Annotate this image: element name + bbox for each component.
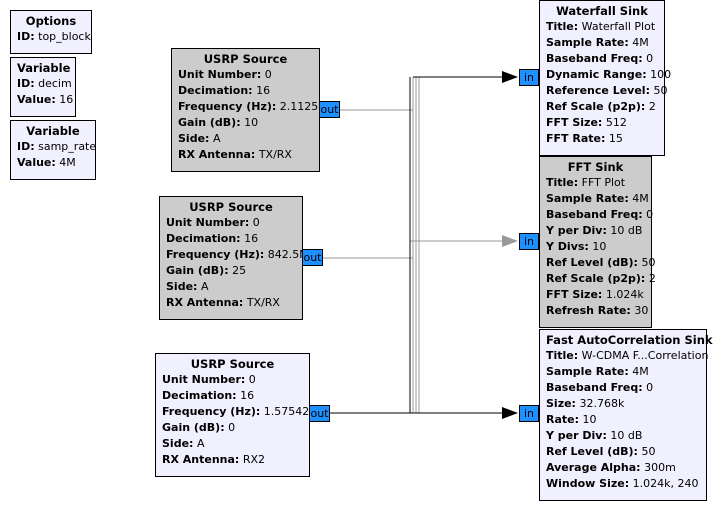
param-reference-level: Reference Level: 50 [546, 84, 668, 97]
param-ref-scale: Ref Scale (p2p): 2 [546, 272, 656, 285]
param-fft-rate: FFT Rate: 15 [546, 132, 623, 145]
usrp-source-block-1[interactable]: USRP Source Unit Number: 0 Decimation: 1… [171, 48, 327, 172]
arrow-fft-sink [502, 235, 518, 247]
waterfall-sink-block[interactable]: Waterfall Sink Title: Waterfall Plot Sam… [539, 0, 672, 156]
param-side: Side: A [162, 437, 205, 450]
param-ref-level: Ref Level (dB): 50 [546, 445, 656, 458]
usrp-source-block-2[interactable]: USRP Source Unit Number: 0 Decimation: 1… [159, 196, 309, 320]
usrp-source-title: USRP Source [190, 357, 275, 371]
param-y-divs: Y Divs: 10 [546, 240, 607, 253]
autocorrelation-sink-block[interactable]: Fast AutoCorrelation Sink Title: W-CDMA … [539, 329, 713, 501]
param-rx-antenna: RX Antenna: TX/RX [166, 296, 280, 309]
param-dynamic-range: Dynamic Range: 100 [546, 68, 672, 81]
param-side: Side: A [178, 132, 221, 145]
param-gain: Gain (dB): 25 [166, 264, 247, 277]
param-title: Title: W-CDMA F...Correlation [546, 349, 709, 362]
variable-block-samp-rate[interactable]: Variable ID: samp_rate Value: 4M [10, 120, 96, 180]
param-sample-rate: Sample Rate: 4M [546, 192, 649, 205]
autocorrelation-sink-in-port[interactable]: in [519, 405, 539, 422]
wire-source1-to-sinks [339, 109, 414, 413]
param-sample-rate: Sample Rate: 4M [546, 36, 649, 49]
usrp-source-block-3[interactable]: USRP Source Unit Number: 0 Decimation: 1… [155, 353, 318, 477]
variable-value-param: Value: 16 [17, 93, 74, 106]
param-ref-level: Ref Level (dB): 50 [546, 256, 656, 269]
options-id-param: ID: top_block [17, 30, 91, 43]
param-unit-number: Unit Number: 0 [178, 68, 272, 81]
usrp-source-2-out-port[interactable]: out [302, 249, 323, 266]
param-ref-scale: Ref Scale (p2p): 2 [546, 100, 656, 113]
param-frequency: Frequency (Hz): 2.1125G [178, 100, 327, 113]
param-baseband-freq: Baseband Freq: 0 [546, 52, 654, 65]
variable-block-decim[interactable]: Variable ID: decim Value: 16 [10, 57, 76, 117]
fft-sink-block[interactable]: FFT Sink Title: FFT Plot Sample Rate: 4M… [539, 156, 656, 328]
param-side: Side: A [166, 280, 209, 293]
param-window-size: Window Size: 1.024k, 240 [546, 477, 699, 490]
param-gain: Gain (dB): 0 [162, 421, 236, 434]
param-frequency: Frequency (Hz): 1.57542G [162, 405, 318, 418]
usrp-source-3-out-port[interactable]: out [309, 405, 330, 422]
param-title: Title: Waterfall Plot [546, 20, 656, 33]
param-unit-number: Unit Number: 0 [166, 216, 260, 229]
variable-value-param: Value: 4M [17, 156, 76, 169]
param-baseband-freq: Baseband Freq: 0 [546, 208, 654, 221]
param-title: Title: FFT Plot [546, 176, 626, 189]
autocorrelation-sink-title: Fast AutoCorrelation Sink [546, 333, 713, 347]
param-rate: Rate: 10 [546, 413, 597, 426]
param-gain: Gain (dB): 10 [178, 116, 259, 129]
fft-sink-title: FFT Sink [567, 160, 624, 174]
param-decimation: Decimation: 16 [162, 389, 255, 402]
param-decimation: Decimation: 16 [178, 84, 271, 97]
param-baseband-freq: Baseband Freq: 0 [546, 381, 654, 394]
param-fft-size: FFT Size: 1.024k [546, 288, 644, 301]
param-refresh-rate: Refresh Rate: 30 [546, 304, 649, 317]
variable-id-param: ID: samp_rate [17, 140, 97, 153]
param-y-per-div: Y per Div: 10 dB [546, 429, 643, 442]
variable-id-param: ID: decim [17, 77, 72, 90]
waterfall-sink-title: Waterfall Sink [556, 4, 648, 18]
param-fft-size: FFT Size: 512 [546, 116, 627, 129]
usrp-source-title: USRP Source [189, 200, 273, 214]
options-block-title: Options [25, 14, 77, 28]
param-frequency: Frequency (Hz): 842.5M [166, 248, 309, 261]
variable-block-title: Variable [17, 61, 71, 75]
param-size: Size: 32.768k [546, 397, 625, 410]
param-decimation: Decimation: 16 [166, 232, 259, 245]
usrp-source-1-out-port[interactable]: out [319, 101, 340, 118]
variable-block-title: Variable [26, 124, 80, 138]
param-rx-antenna: RX Antenna: TX/RX [178, 148, 292, 161]
fft-sink-in-port[interactable]: in [519, 233, 539, 250]
options-block[interactable]: Options ID: top_block [10, 10, 92, 54]
param-unit-number: Unit Number: 0 [162, 373, 256, 386]
param-rx-antenna: RX Antenna: RX2 [162, 453, 266, 466]
usrp-source-title: USRP Source [203, 52, 288, 66]
arrow-waterfall-sink [502, 71, 518, 83]
param-sample-rate: Sample Rate: 4M [546, 365, 649, 378]
param-average-alpha: Average Alpha: 300m [546, 461, 676, 474]
waterfall-sink-in-port[interactable]: in [519, 69, 539, 86]
param-y-per-div: Y per Div: 10 dB [546, 224, 643, 237]
arrow-autocorr-sink [502, 407, 518, 419]
